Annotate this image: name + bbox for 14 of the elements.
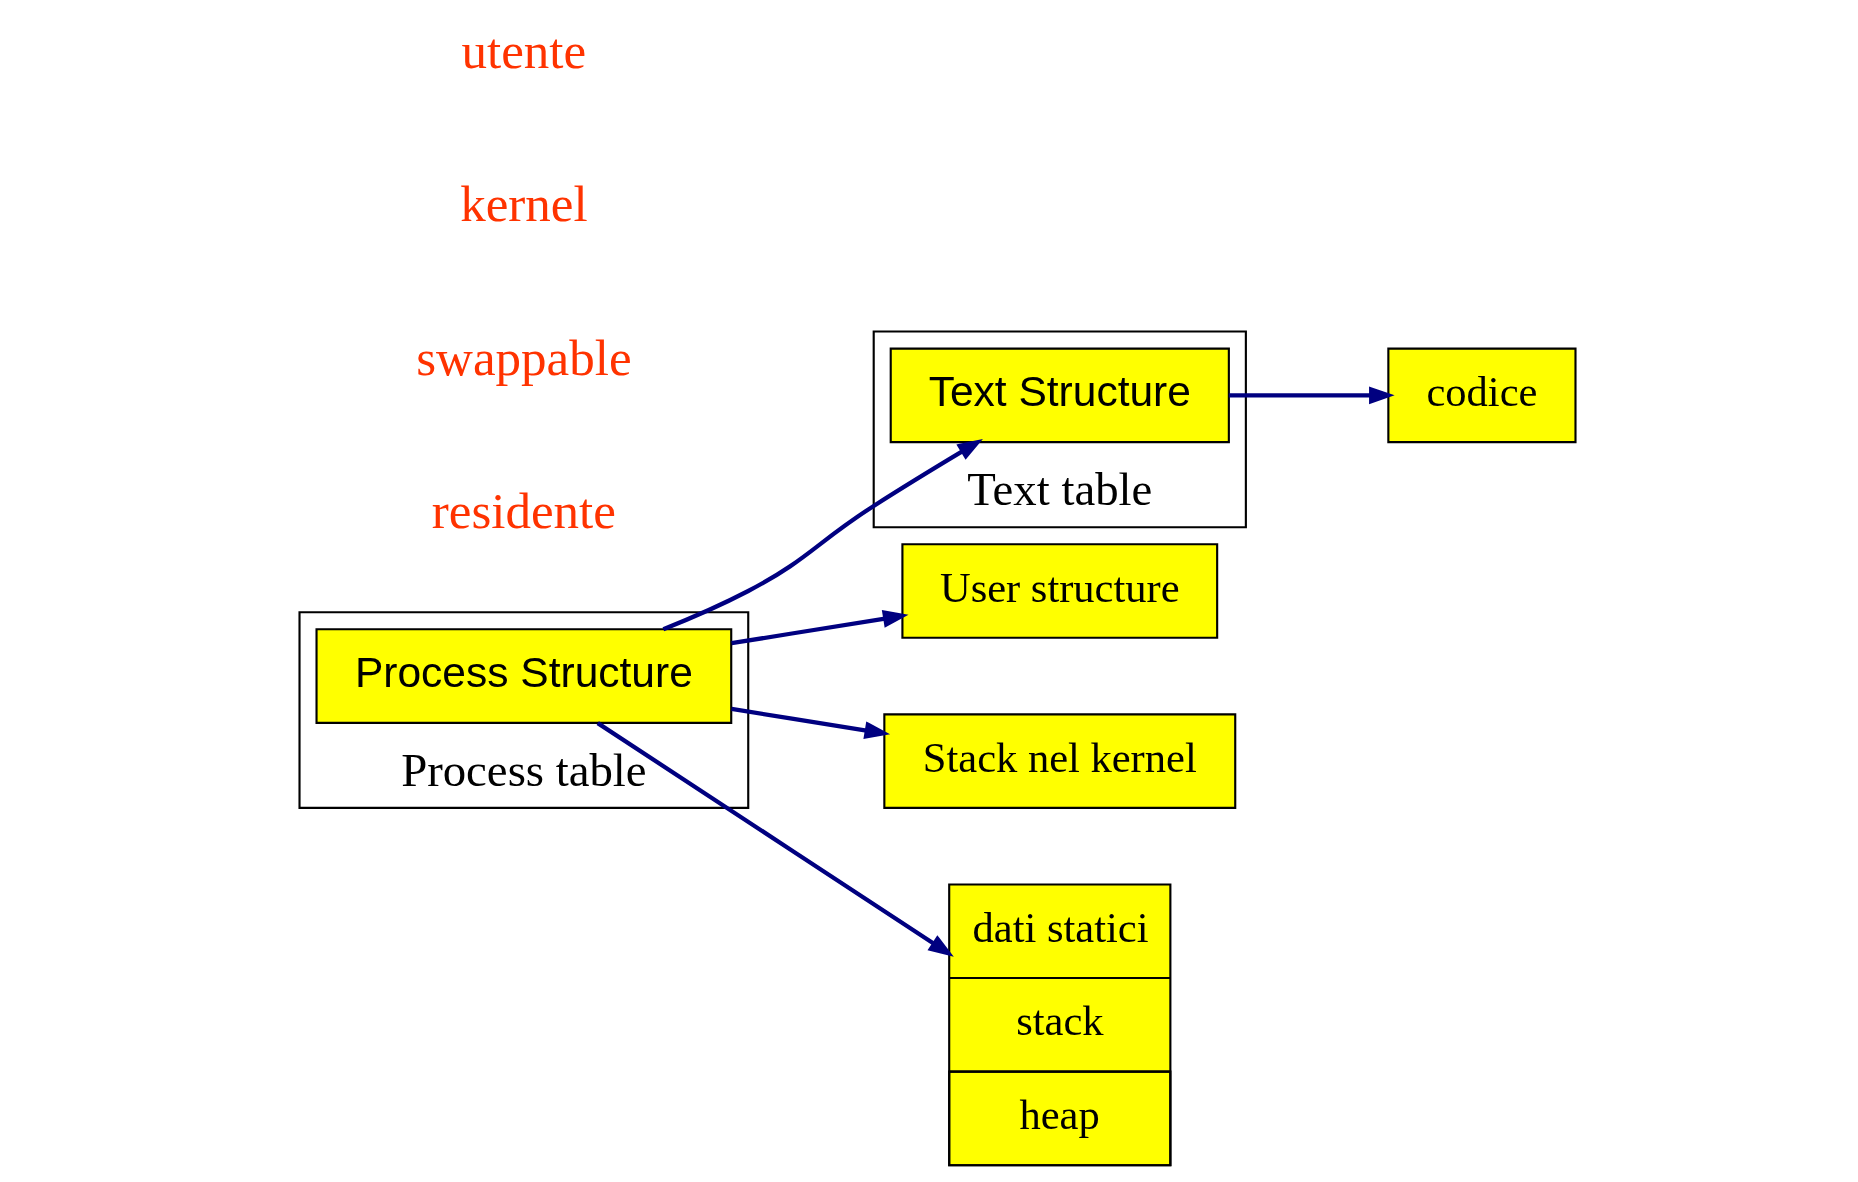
arrow bbox=[731, 610, 909, 646]
label: utente bbox=[461, 23, 587, 80]
node-box: Text Structure bbox=[889, 347, 1230, 444]
arrow bbox=[1228, 386, 1395, 405]
arrow bbox=[662, 439, 983, 632]
label: residente bbox=[431, 482, 616, 539]
arrow bbox=[731, 706, 891, 740]
label: kernel bbox=[460, 176, 588, 233]
node-box: Stack nel kernel bbox=[883, 713, 1237, 809]
label: swappable bbox=[416, 329, 632, 386]
arrow bbox=[596, 721, 954, 957]
node-box: codice bbox=[1387, 347, 1577, 444]
node-box: Process Structure bbox=[315, 628, 733, 724]
node-box: User structure bbox=[901, 543, 1219, 639]
